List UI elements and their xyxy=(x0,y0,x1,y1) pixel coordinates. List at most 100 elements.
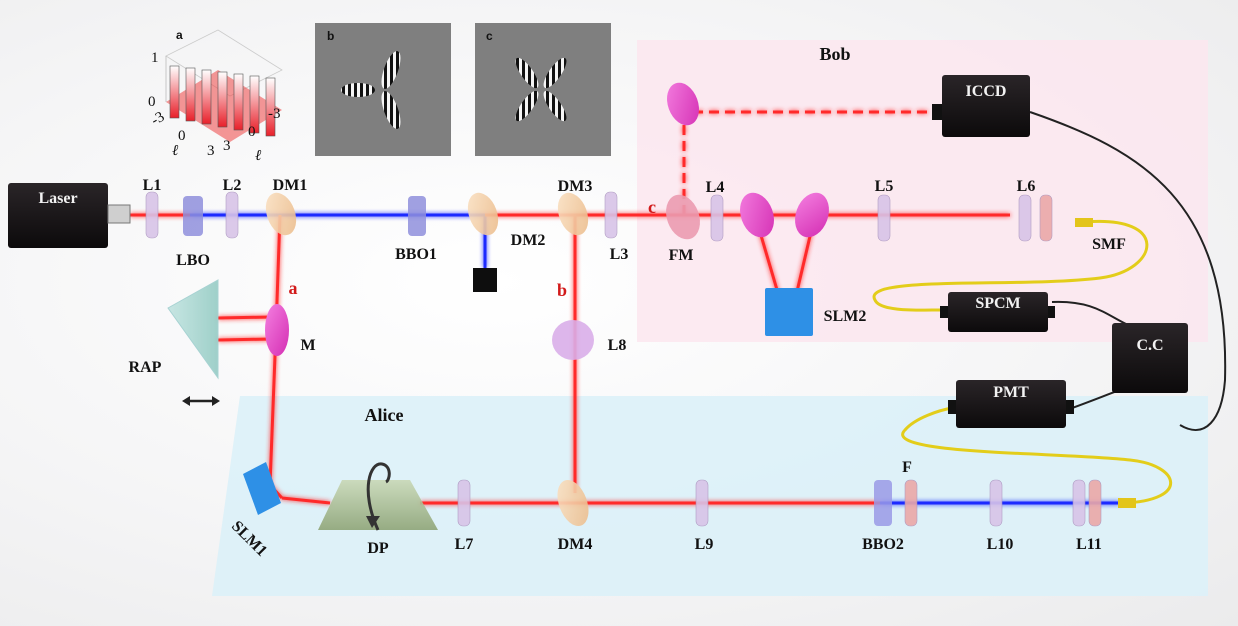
path-b-label: b xyxy=(557,280,567,300)
lenses xyxy=(145,191,1102,527)
mirror-slm2-in xyxy=(740,192,774,238)
l6-label: L6 xyxy=(1017,178,1036,195)
inset-a-ytick-0: 0 xyxy=(248,124,256,140)
bbo1-crystal xyxy=(408,196,426,236)
inset-a-ztick-0: 0 xyxy=(148,94,156,110)
l2-lens xyxy=(225,191,239,239)
inset-a-xaxis-label: ℓ xyxy=(172,143,178,159)
lbo-label: LBO xyxy=(176,252,210,269)
slm1-device xyxy=(243,462,281,515)
fm-flip-mirror xyxy=(666,194,700,240)
lbo-crystal xyxy=(183,196,203,236)
l4-lens xyxy=(710,194,724,242)
beam-dump xyxy=(473,268,497,292)
inset-c-phase-pattern: c xyxy=(475,23,611,156)
l6-lens xyxy=(1018,194,1032,242)
dp-rotation-arrow-icon xyxy=(366,462,391,531)
l11-filter xyxy=(1088,479,1102,527)
laser-device: Laser xyxy=(8,183,131,248)
fiber-alice-pmt xyxy=(901,406,1173,505)
cc-coincidence-counter: C.C xyxy=(1112,323,1188,393)
alice-label: Alice xyxy=(365,405,404,425)
iccd-camera: ICCD xyxy=(932,75,1030,137)
fm-label: FM xyxy=(669,247,694,264)
bob-label: Bob xyxy=(819,44,850,64)
bbo2-crystal xyxy=(874,480,892,526)
inset-a-bars xyxy=(169,65,276,137)
l5-label: L5 xyxy=(875,178,894,195)
cable-iccd xyxy=(1029,111,1227,431)
l2-label: L2 xyxy=(223,177,242,194)
bob-region: Bob xyxy=(637,40,1208,342)
bbo2-label: BBO2 xyxy=(862,536,904,553)
l10-lens xyxy=(989,479,1003,527)
dm4-label: DM4 xyxy=(558,536,593,553)
l4-label: L4 xyxy=(706,179,725,196)
dp-label: DP xyxy=(367,540,389,557)
inset-a-bar-plot: a 1 0 -3 0 3 ℓ 3 0 -3 ℓ xyxy=(148,28,283,164)
dm4-mirror xyxy=(557,479,589,527)
bbo1-label: BBO1 xyxy=(395,246,437,263)
inset-b-phase-pattern: b xyxy=(315,23,451,156)
dm3-label: DM3 xyxy=(558,178,593,195)
dm1-label: DM1 xyxy=(273,177,308,194)
l9-label: L9 xyxy=(695,536,714,553)
inset-a-bar xyxy=(265,77,276,137)
fiber-smf-spcm xyxy=(872,219,1149,312)
inset-a-xtick-neg3: -3 xyxy=(149,109,168,129)
iccd-label: ICCD xyxy=(966,83,1007,100)
l3-label: L3 xyxy=(610,246,629,263)
inset-a-ztick-1: 1 xyxy=(151,50,159,66)
rap-prism xyxy=(167,279,219,380)
l5-lens xyxy=(877,194,891,242)
f-label: F xyxy=(902,459,912,476)
slm2-label: SLM2 xyxy=(824,308,867,325)
inset-a-bar xyxy=(233,73,244,131)
inset-c-label: c xyxy=(486,29,493,43)
inset-a-ytick-neg3: -3 xyxy=(268,106,281,122)
inset-a-bar xyxy=(169,65,180,119)
dm3-mirror xyxy=(557,192,589,236)
l8-lens xyxy=(552,320,594,360)
rap-translation-arrow-icon xyxy=(182,396,220,406)
l1-lens xyxy=(145,191,159,239)
rap-label: RAP xyxy=(129,359,162,376)
f-filter xyxy=(904,479,918,527)
path-c-label: c xyxy=(648,197,656,217)
l1-label: L1 xyxy=(143,177,162,194)
l8-label: L8 xyxy=(608,337,627,354)
inset-a-yaxis-label: ℓ xyxy=(255,148,261,164)
dm1-mirror xyxy=(265,192,297,236)
l6-filter xyxy=(1039,194,1053,242)
l7-lens xyxy=(457,479,471,527)
smf-label: SMF xyxy=(1092,236,1126,253)
inset-a-bar xyxy=(217,71,228,128)
dm2-mirror xyxy=(467,192,499,236)
path-a-label: a xyxy=(289,278,298,298)
alice-region: Alice xyxy=(212,396,1208,596)
l10-label: L10 xyxy=(987,536,1014,553)
fiber-coupler-alice xyxy=(1118,498,1136,508)
m-label: M xyxy=(300,337,315,354)
l7-label: L7 xyxy=(455,536,474,553)
l3-lens xyxy=(604,191,618,239)
beams xyxy=(130,110,1120,505)
inset-a-bar xyxy=(185,67,196,122)
spcm-detector: SPCM xyxy=(940,292,1055,332)
inset-a-xtick-0: 0 xyxy=(178,128,186,144)
pmt-label: PMT xyxy=(993,384,1029,401)
dp-dove-prism xyxy=(318,480,438,530)
inset-b-label: b xyxy=(327,29,334,43)
inset-a-xtick-3: 3 xyxy=(207,143,215,159)
inset-a-ytick-3: 3 xyxy=(223,138,231,154)
m-mirror xyxy=(265,304,289,356)
l11-label: L11 xyxy=(1076,536,1102,553)
l9-lens xyxy=(695,479,709,527)
pmt-detector: PMT xyxy=(948,380,1074,428)
inset-a-bar xyxy=(201,69,212,125)
inset-a-bar xyxy=(249,75,260,134)
laser-label: Laser xyxy=(38,190,77,207)
component-labels: L1 LBO L2 DM1 BBO1 DM2 DM3 L3 FM L4 L5 L… xyxy=(129,177,1127,560)
cc-label: C.C xyxy=(1136,337,1163,354)
